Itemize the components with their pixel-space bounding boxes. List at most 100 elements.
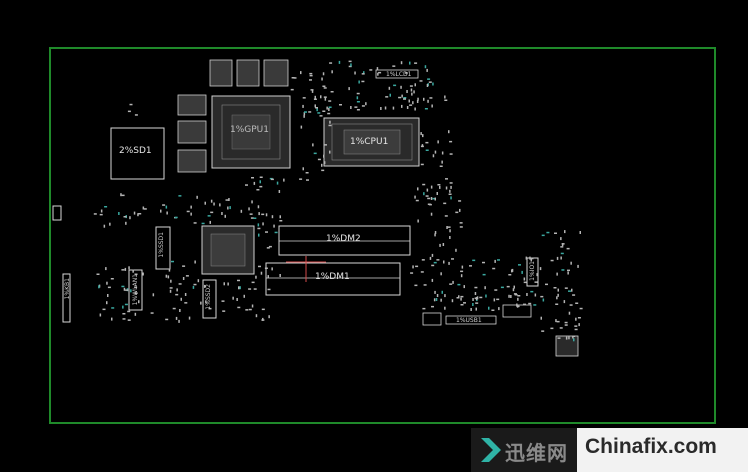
- passive-part: [577, 264, 579, 268]
- passive-part: [257, 205, 260, 209]
- passive-part: [472, 303, 474, 306]
- ssd1-label: 1%SSD1: [158, 232, 165, 258]
- passive-part: [506, 285, 510, 288]
- passive-part: [111, 307, 115, 309]
- passive-part: [572, 294, 576, 296]
- passive-part: [129, 216, 131, 220]
- passive-part: [210, 199, 213, 203]
- usb1-label: 1%USB1: [456, 317, 482, 324]
- passive-part: [463, 285, 465, 289]
- passive-part: [511, 269, 513, 273]
- passive-part: [256, 189, 260, 191]
- passive-part: [320, 95, 322, 99]
- passive-part: [324, 97, 327, 101]
- passive-part: [224, 214, 226, 218]
- passive-part: [124, 303, 128, 306]
- passive-part: [420, 145, 424, 148]
- passive-part: [573, 338, 575, 342]
- passive-part: [459, 226, 463, 228]
- passive-part: [257, 223, 260, 227]
- passive-part: [319, 115, 323, 117]
- passive-part: [120, 193, 122, 197]
- passive-part: [445, 186, 448, 190]
- passive-part: [448, 193, 452, 195]
- passive-part: [398, 96, 402, 99]
- passive-part: [511, 268, 514, 272]
- passive-part: [572, 335, 574, 339]
- passive-part: [168, 268, 171, 272]
- passive-part: [330, 91, 334, 93]
- passive-part: [449, 140, 453, 143]
- passive-part: [409, 85, 413, 87]
- passive-part: [441, 160, 443, 164]
- passive-part: [142, 272, 144, 276]
- passive-part: [574, 325, 578, 327]
- passive-part: [534, 293, 537, 297]
- passive-part: [96, 273, 100, 275]
- passive-part: [313, 152, 317, 155]
- passive-part: [434, 197, 436, 201]
- passive-part: [433, 298, 436, 302]
- passive-part: [172, 307, 176, 310]
- passive-part: [491, 309, 495, 311]
- passive-part: [427, 78, 431, 80]
- passive-part: [190, 212, 192, 216]
- passive-part: [143, 208, 147, 210]
- passive-part: [253, 217, 257, 219]
- passive-part: [474, 292, 477, 295]
- passive-part: [137, 213, 139, 217]
- passive-part: [463, 302, 466, 304]
- passive-part: [449, 229, 451, 233]
- passive-part: [568, 311, 571, 315]
- passive-part: [429, 97, 433, 99]
- passive-part: [433, 261, 437, 264]
- passive-part: [516, 305, 520, 308]
- passive-part: [475, 307, 477, 311]
- passive-part: [190, 205, 192, 209]
- passive-part: [409, 104, 413, 106]
- passive-part: [204, 201, 206, 205]
- right-bottom-ic: [555, 335, 579, 357]
- passive-part: [162, 204, 166, 206]
- passive-part: [178, 283, 182, 285]
- passive-part: [413, 90, 415, 94]
- passive-part: [323, 87, 327, 89]
- passive-part: [204, 284, 206, 288]
- passive-part: [179, 309, 181, 312]
- passive-part: [348, 65, 352, 68]
- passive-part: [444, 99, 448, 101]
- passive-part: [439, 185, 441, 189]
- passive-part: [121, 269, 125, 271]
- passive-part: [323, 154, 325, 158]
- passive-part: [327, 112, 331, 115]
- passive-part: [410, 88, 413, 92]
- passive-part: [443, 202, 447, 205]
- passive-part: [265, 213, 268, 217]
- passive-part: [178, 195, 182, 197]
- passive-part: [414, 62, 418, 64]
- passive-part: [437, 184, 441, 186]
- cpu1-footprint: [323, 117, 420, 167]
- passive-part: [421, 259, 425, 261]
- passive-part: [268, 245, 272, 248]
- passive-part: [237, 279, 240, 282]
- passive-part: [175, 316, 178, 320]
- lcd1-label: 1%LCD1: [386, 71, 412, 78]
- passive-part: [99, 213, 103, 216]
- passive-part: [556, 296, 558, 300]
- passive-part: [444, 215, 448, 217]
- passive-part: [262, 222, 264, 226]
- passive-part: [99, 313, 102, 317]
- passive-part: [579, 307, 583, 310]
- passive-part: [500, 286, 504, 289]
- passive-part: [485, 294, 487, 298]
- passive-part: [521, 270, 523, 274]
- passive-part: [560, 256, 562, 260]
- passive-part: [455, 248, 457, 252]
- passive-part: [510, 295, 512, 298]
- passive-part: [408, 99, 410, 103]
- passive-part: [201, 222, 205, 225]
- passive-part: [449, 189, 451, 193]
- passive-part: [369, 69, 373, 71]
- passive-part: [299, 178, 303, 180]
